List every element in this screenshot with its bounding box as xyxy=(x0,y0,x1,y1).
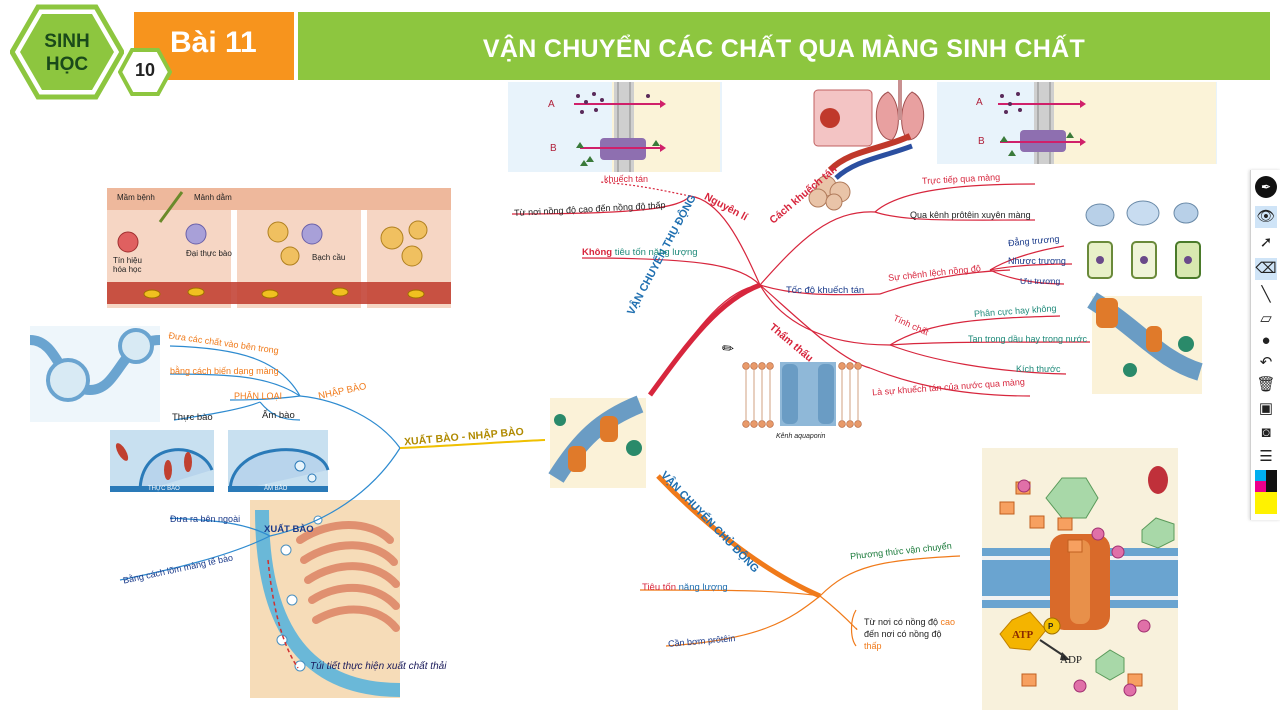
membrane-diagram-center xyxy=(548,395,646,488)
pino-caption: ẨM BÀO xyxy=(264,486,288,492)
direct-label: Trực tiếp qua màng xyxy=(921,171,1001,187)
lesson-label: Bài 11 xyxy=(170,26,257,59)
membrane-channel-left xyxy=(574,82,666,172)
golgi-caption: Túi tiết thực hiện xuất chất thải xyxy=(310,661,447,672)
panel-left-label-a: A xyxy=(548,99,555,110)
method-part1: Từ nơi có nồng độ xyxy=(864,617,938,627)
panel-right-label-b: B xyxy=(978,136,985,147)
method-low: thấp xyxy=(864,641,882,651)
immune-panels xyxy=(107,188,451,308)
bring-out-label: Đưa ra bên ngoài xyxy=(170,514,241,524)
dot-icon[interactable]: ● xyxy=(1261,332,1271,349)
osmosis-def-label: Là sự khuếch tán của nước qua màng xyxy=(871,376,1026,398)
speed-label: Tốc độ khuếch tán xyxy=(786,285,865,296)
pino-label: Ẩm bào xyxy=(262,410,295,421)
endocytosis-label: NHẬP BÀO xyxy=(317,381,368,402)
solubility-label: Tan trong dầu hay trong nước xyxy=(968,334,1087,344)
osmosis-label: Thẩm thấu xyxy=(766,321,816,365)
highlighter-icon[interactable]: ▱ xyxy=(1260,310,1272,327)
line-icon[interactable]: ╲ xyxy=(1261,286,1271,303)
membrane-diagram-right xyxy=(1087,292,1203,394)
aquaporin-illustration xyxy=(780,362,836,426)
clipboard-icon[interactable]: ☰ xyxy=(1259,448,1273,465)
aquaporin-label: Kênh aquaporin xyxy=(776,433,826,440)
camera-icon[interactable]: ◙ xyxy=(1261,424,1271,441)
active-energy-b: năng lượng xyxy=(678,582,728,593)
lung-illustration xyxy=(808,80,925,211)
conc-diff-label: Sự chênh lệch nồng độ xyxy=(887,263,982,283)
title-banner: VẬN CHUYỂN CÁC CHẤT QUA MÀNG SINH CHẤT xyxy=(298,12,1270,80)
active-energy-label: Tiêu tốn năng lượng xyxy=(642,582,728,593)
membrane-channel-right xyxy=(998,82,1086,164)
subject-label: SINH HỌC xyxy=(44,31,90,75)
pointer-icon[interactable]: ➚ xyxy=(1259,234,1273,251)
grade-label: 10 xyxy=(134,60,156,80)
eye-icon[interactable]: 👁 xyxy=(1255,206,1277,228)
screen-icon[interactable]: ▣ xyxy=(1258,400,1274,417)
annotation-toolbar: ✒ 👁 ➚ ⌫ ╲ ▱ ● ↶ 🗑 ▣ ◙ ☰ xyxy=(1250,170,1280,520)
active-energy-a: Tiêu tốn xyxy=(642,582,676,593)
via-protein-label: Qua kênh prôtêin xuyên màng xyxy=(910,210,1031,220)
exo-endo-branch-label: XUẤT BÀO - NHẬP BÀO xyxy=(403,425,525,449)
principle-sub-label: khuếch tán xyxy=(604,174,649,184)
palette-icon[interactable] xyxy=(1255,470,1277,514)
invaginate-label: Bằng cách lõm màng tế bào xyxy=(122,552,234,586)
diffusion-panel-right xyxy=(937,82,1217,164)
method-label: Phương thức vận chuyển xyxy=(849,540,953,562)
diffusion-panel-left xyxy=(508,82,722,172)
pen-logo-icon[interactable]: ✒ xyxy=(1255,176,1277,198)
pump-illustration xyxy=(982,448,1178,710)
atp-label: ATP xyxy=(1012,629,1034,641)
method-detail: Từ nơi có nồng độ cao đến nơi có nồng độ… xyxy=(864,616,960,652)
exocytosis-label: XUẤT BÀO xyxy=(264,524,314,535)
eraser-icon[interactable]: ⌫ xyxy=(1255,258,1277,280)
method-part2: đến xyxy=(864,629,880,639)
method-high: cao xyxy=(940,617,955,627)
trash-icon[interactable]: 🗑 xyxy=(1256,376,1276,393)
p-label: P xyxy=(1048,622,1054,631)
splinter-label: Mảnh dằm xyxy=(194,193,232,202)
method-part3: nơi có nồng độ xyxy=(881,629,942,639)
energy-rest: tiêu tốn năng lượng xyxy=(614,247,698,258)
pen-cursor-icon: ✎ xyxy=(718,338,738,359)
chem-signal-label: Tín hiệu hóa học xyxy=(113,256,142,274)
energy-label: Không tiêu tốn năng lượng xyxy=(582,247,698,258)
isotonic-label: Đẳng trương xyxy=(1007,233,1060,249)
diffusion-way-label: Cách khuếch tán xyxy=(767,163,840,227)
size-label: Kích thước xyxy=(1016,364,1061,374)
deform-label: bằng cách biến dạng màng xyxy=(170,366,279,376)
subject-hexagon xyxy=(10,4,124,100)
panel-left-label-b: B xyxy=(550,143,557,154)
energy-not: Không xyxy=(582,247,613,258)
polarity-label: Phân cực hay không xyxy=(973,303,1057,319)
undo-icon[interactable]: ↶ xyxy=(1259,354,1273,371)
panel-right-label-a: A xyxy=(976,97,983,108)
principle-label: Nguyên lí xyxy=(702,190,750,224)
endocytosis-illustration xyxy=(29,326,330,493)
hypotonic-label: Nhược trương xyxy=(1008,256,1066,266)
grade-hexagon xyxy=(118,48,172,96)
macrophage-label: Đại thực bào xyxy=(186,249,232,258)
tonicity-cells xyxy=(1085,200,1201,279)
hypertonic-label: Ưu trương xyxy=(1020,276,1061,286)
classify-label: PHÂN LOẠI xyxy=(234,391,283,401)
active-branch-label: VẬN CHUYỂN CHỦ ĐỘNG xyxy=(658,469,761,576)
adp-label: ADP xyxy=(1060,654,1083,666)
phago-label: Thực bào xyxy=(172,412,213,423)
pump-label: Cần bơm prôtêin xyxy=(667,633,736,649)
germ-label: Mầm bệnh xyxy=(117,193,155,202)
bring-in-label: Đưa các chất vào bên trong xyxy=(167,330,280,356)
principle-detail-label: Từ nơi nồng độ cao đến nồng độ thấp xyxy=(513,200,666,218)
leukocyte-label: Bạch cầu xyxy=(312,253,346,262)
phago-caption: THỰC BÀO xyxy=(148,486,180,492)
page-title: VẬN CHUYỂN CÁC CHẤT QUA MÀNG SINH CHẤT xyxy=(482,35,1086,63)
nature-label: Tính chất xyxy=(891,312,931,338)
